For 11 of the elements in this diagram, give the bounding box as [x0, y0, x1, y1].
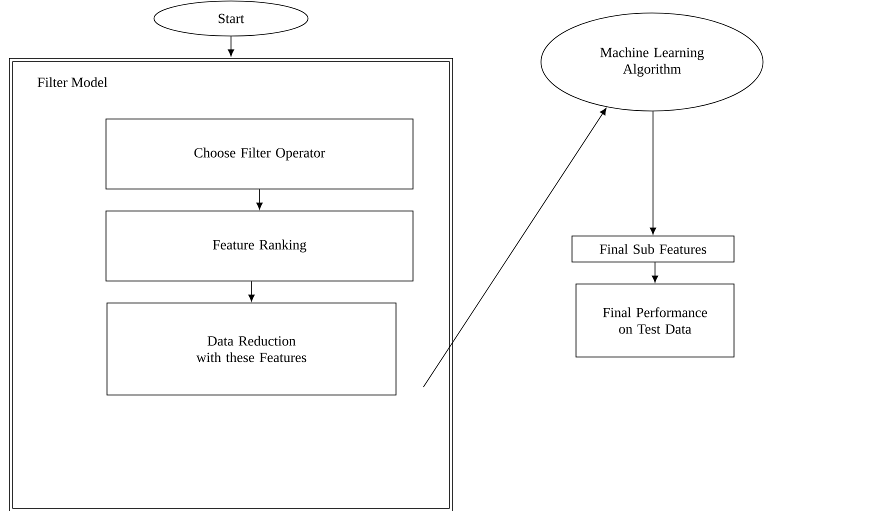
arrow: [650, 111, 656, 235]
process-box: Choose Filter Operator: [106, 118, 414, 190]
arrow: [652, 262, 658, 283]
process-box: Data Reduction with these Features: [106, 302, 396, 396]
arrow: [248, 281, 255, 302]
process-box: Final Sub Features: [572, 236, 734, 262]
arrow: [228, 36, 234, 56]
arrow: [423, 108, 606, 388]
process-box: Feature Ranking: [106, 210, 414, 282]
arrow: [256, 189, 263, 210]
process-box: Final Performance on Test Data: [576, 284, 734, 358]
